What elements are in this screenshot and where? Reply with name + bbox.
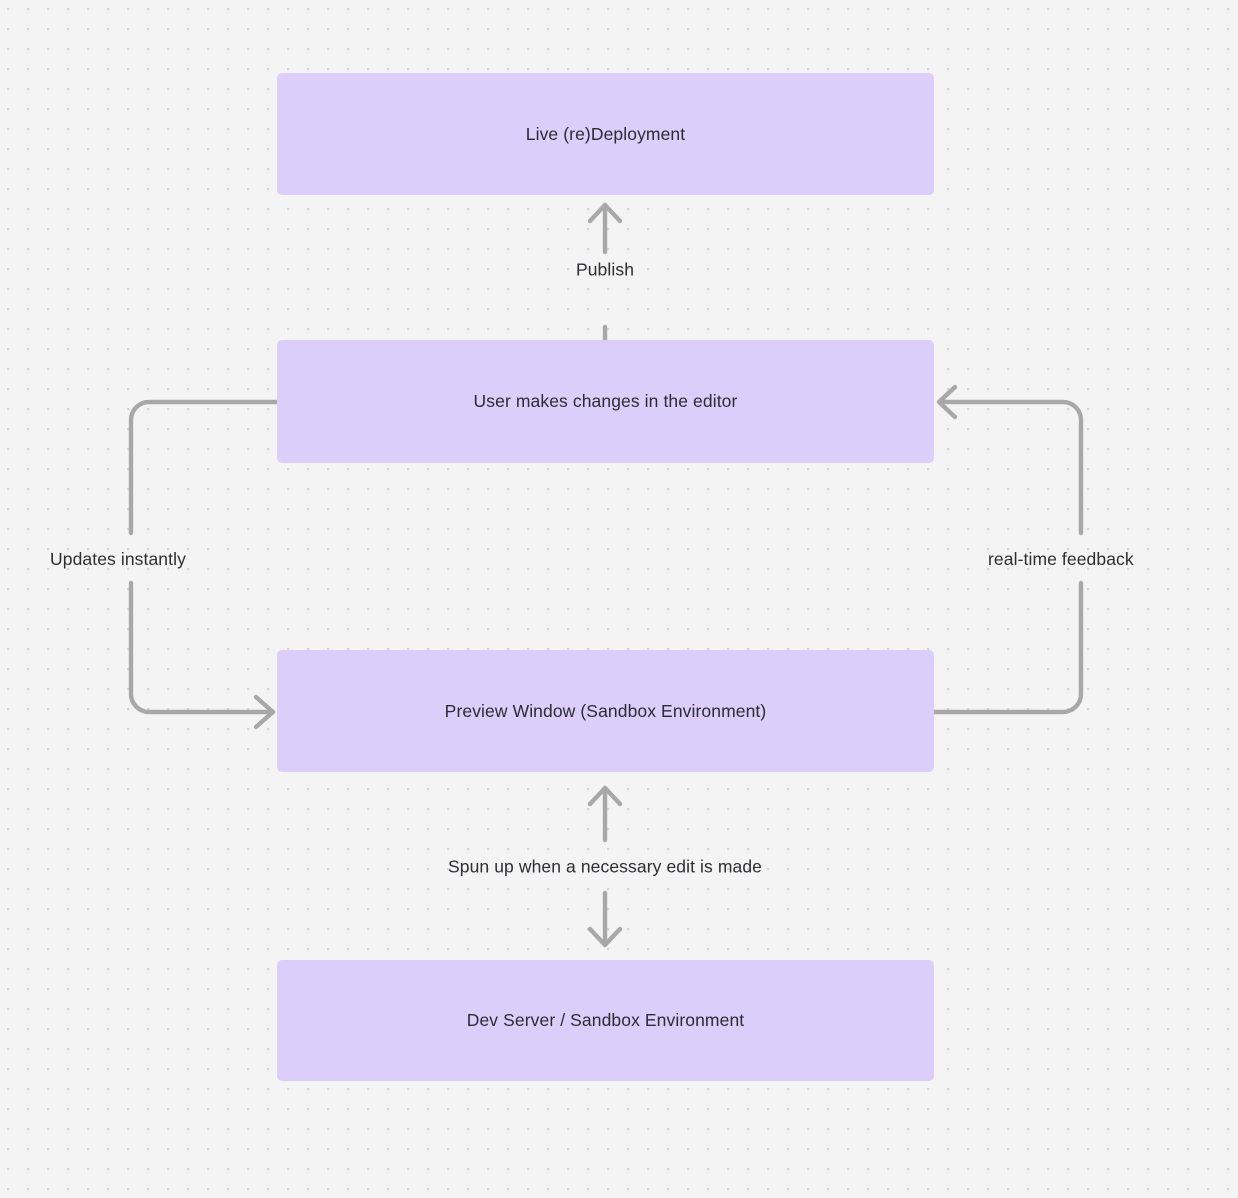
- arrowhead-up-publish: [587, 202, 623, 224]
- node-live-deployment[interactable]: Live (re)Deployment: [277, 73, 934, 195]
- edge-label-updates-instantly: Updates instantly: [50, 549, 186, 569]
- edge-label-spun-up: Spun up when a necessary edit is made: [447, 856, 763, 877]
- edge-label-real-time-feedback: real-time feedback: [988, 549, 1134, 569]
- arrowhead-up-spunup: [587, 785, 623, 807]
- node-preview-window[interactable]: Preview Window (Sandbox Environment): [277, 650, 934, 772]
- node-label-live-deployment: Live (re)Deployment: [525, 123, 686, 144]
- edge-label-publish: Publish: [575, 259, 635, 280]
- arrowhead-down-spunup: [587, 926, 623, 948]
- node-label-dev-server: Dev Server / Sandbox Environment: [466, 1010, 745, 1031]
- node-label-user-edits: User makes changes in the editor: [473, 391, 738, 412]
- arrowhead-right-updates: [253, 694, 276, 730]
- node-user-edits[interactable]: User makes changes in the editor: [277, 340, 934, 463]
- arrowhead-left-feedback: [936, 384, 958, 420]
- node-dev-server[interactable]: Dev Server / Sandbox Environment: [277, 960, 934, 1081]
- node-label-preview-window: Preview Window (Sandbox Environment): [444, 700, 767, 721]
